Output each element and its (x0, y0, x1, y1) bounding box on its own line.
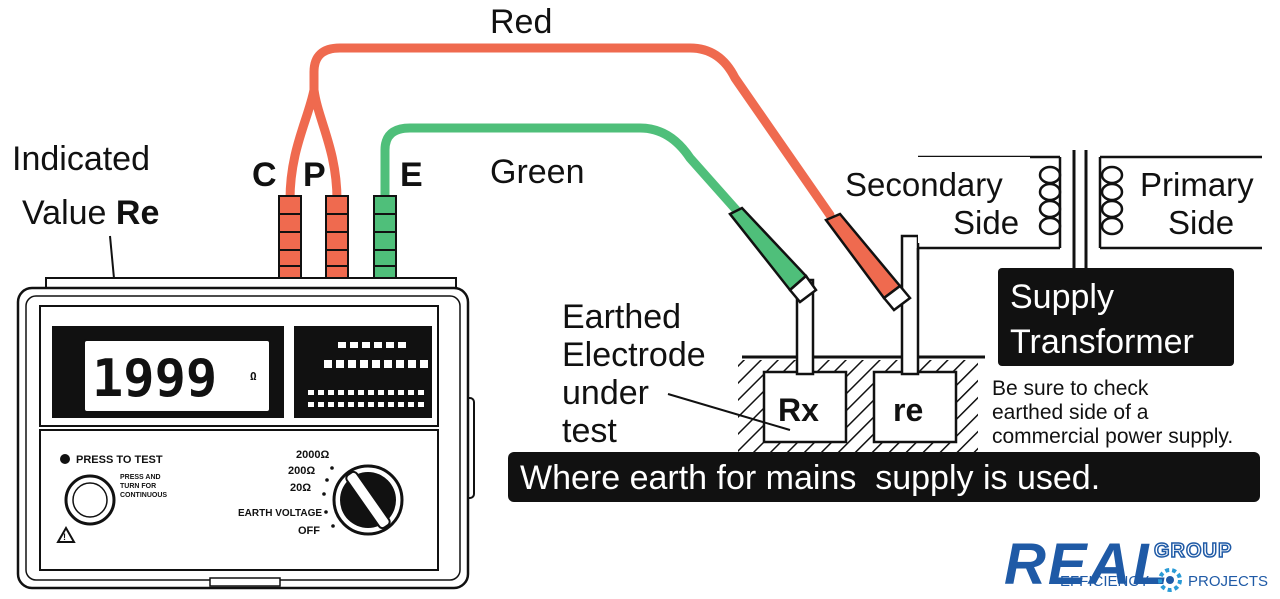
press-turn-line1: PRESS AND (120, 474, 161, 481)
red-wire-label: Red (490, 3, 552, 41)
note-line1: Be sure to check (992, 377, 1149, 400)
electrode-label-line1: Earthed (562, 298, 681, 336)
re-label: Re (116, 194, 159, 232)
transformer (916, 150, 1262, 270)
range-2000-label: 2000Ω (296, 449, 329, 461)
logo-projects: PROJECTS (1188, 573, 1268, 590)
off-label: OFF (298, 525, 320, 537)
logo-group: GROUP (1154, 540, 1232, 562)
primary-side-line1: Primary (1140, 166, 1254, 203)
indicated-label-line1: Indicated (12, 140, 150, 178)
secondary-side-line2: Side (953, 204, 1019, 241)
plug-c (278, 195, 302, 281)
lcd-unit: Ω (250, 370, 257, 383)
scale-bars-upper (324, 342, 428, 368)
terminal-e-label: E (400, 156, 423, 194)
gear-icon (1158, 568, 1182, 592)
scale-bars-lower (308, 390, 424, 407)
svg-text:!: ! (63, 532, 66, 542)
supply-transformer-line1: Supply (1010, 278, 1114, 316)
note-line2: earthed side of a (992, 401, 1149, 424)
primary-side-line2: Side (1168, 204, 1234, 241)
green-lead-wire (380, 123, 743, 217)
range-200-label: 200Ω (288, 465, 315, 477)
electrode-label-line3: under (562, 374, 649, 412)
re-electrode-label: re (893, 392, 923, 428)
ground-area (738, 234, 985, 460)
logo-brand: REAL (1004, 532, 1170, 597)
green-alligator-clip (728, 206, 818, 304)
electrode-pointer (667, 393, 791, 431)
transformer-label-bg (918, 157, 1030, 243)
range-20-label: 20Ω (290, 482, 311, 494)
green-wire-label: Green (490, 153, 585, 191)
plug-p (325, 195, 349, 281)
indicated-label-line2: Value Re (22, 194, 159, 232)
rx-label: Rx (778, 392, 819, 428)
supply-transformer-line2: Transformer (1010, 323, 1194, 361)
supply-transformer-box (998, 268, 1234, 366)
terminal-p-label: P (303, 156, 326, 194)
electrode-label-line4: test (562, 412, 617, 450)
tester-meter: 1999 Ω PRESS TO TEST PRESS AND TURN FOR … (16, 277, 475, 590)
realgroup-logo: REAL GROUP EFFICIENCY PROJECTS (1004, 532, 1268, 597)
secondary-side-line1: Secondary (845, 166, 1003, 203)
earth-voltage-label: EARTH VOLTAGE (238, 508, 322, 519)
mains-banner (508, 452, 1260, 502)
press-to-test-label: PRESS TO TEST (76, 454, 163, 466)
press-to-test-icon (60, 454, 70, 464)
logo-efficiency: EFFICIENCY (1060, 573, 1149, 590)
range-selector-knob[interactable] (322, 464, 404, 536)
lcd-reading: 1999 (92, 349, 217, 409)
plug-e (373, 195, 397, 281)
red-lead-wire (285, 43, 835, 220)
press-turn-line2: TURN FOR (120, 483, 156, 490)
terminal-c-label: C (252, 156, 277, 194)
mains-banner-text: Where earth for mains supply is used. (520, 459, 1100, 497)
note-line3: commercial power supply. (992, 425, 1233, 448)
red-alligator-clip (824, 212, 912, 312)
electrode-label-line2: Electrode (562, 336, 706, 374)
press-turn-line3: CONTINUOUS (120, 492, 167, 499)
warning-triangle-icon (56, 525, 76, 543)
